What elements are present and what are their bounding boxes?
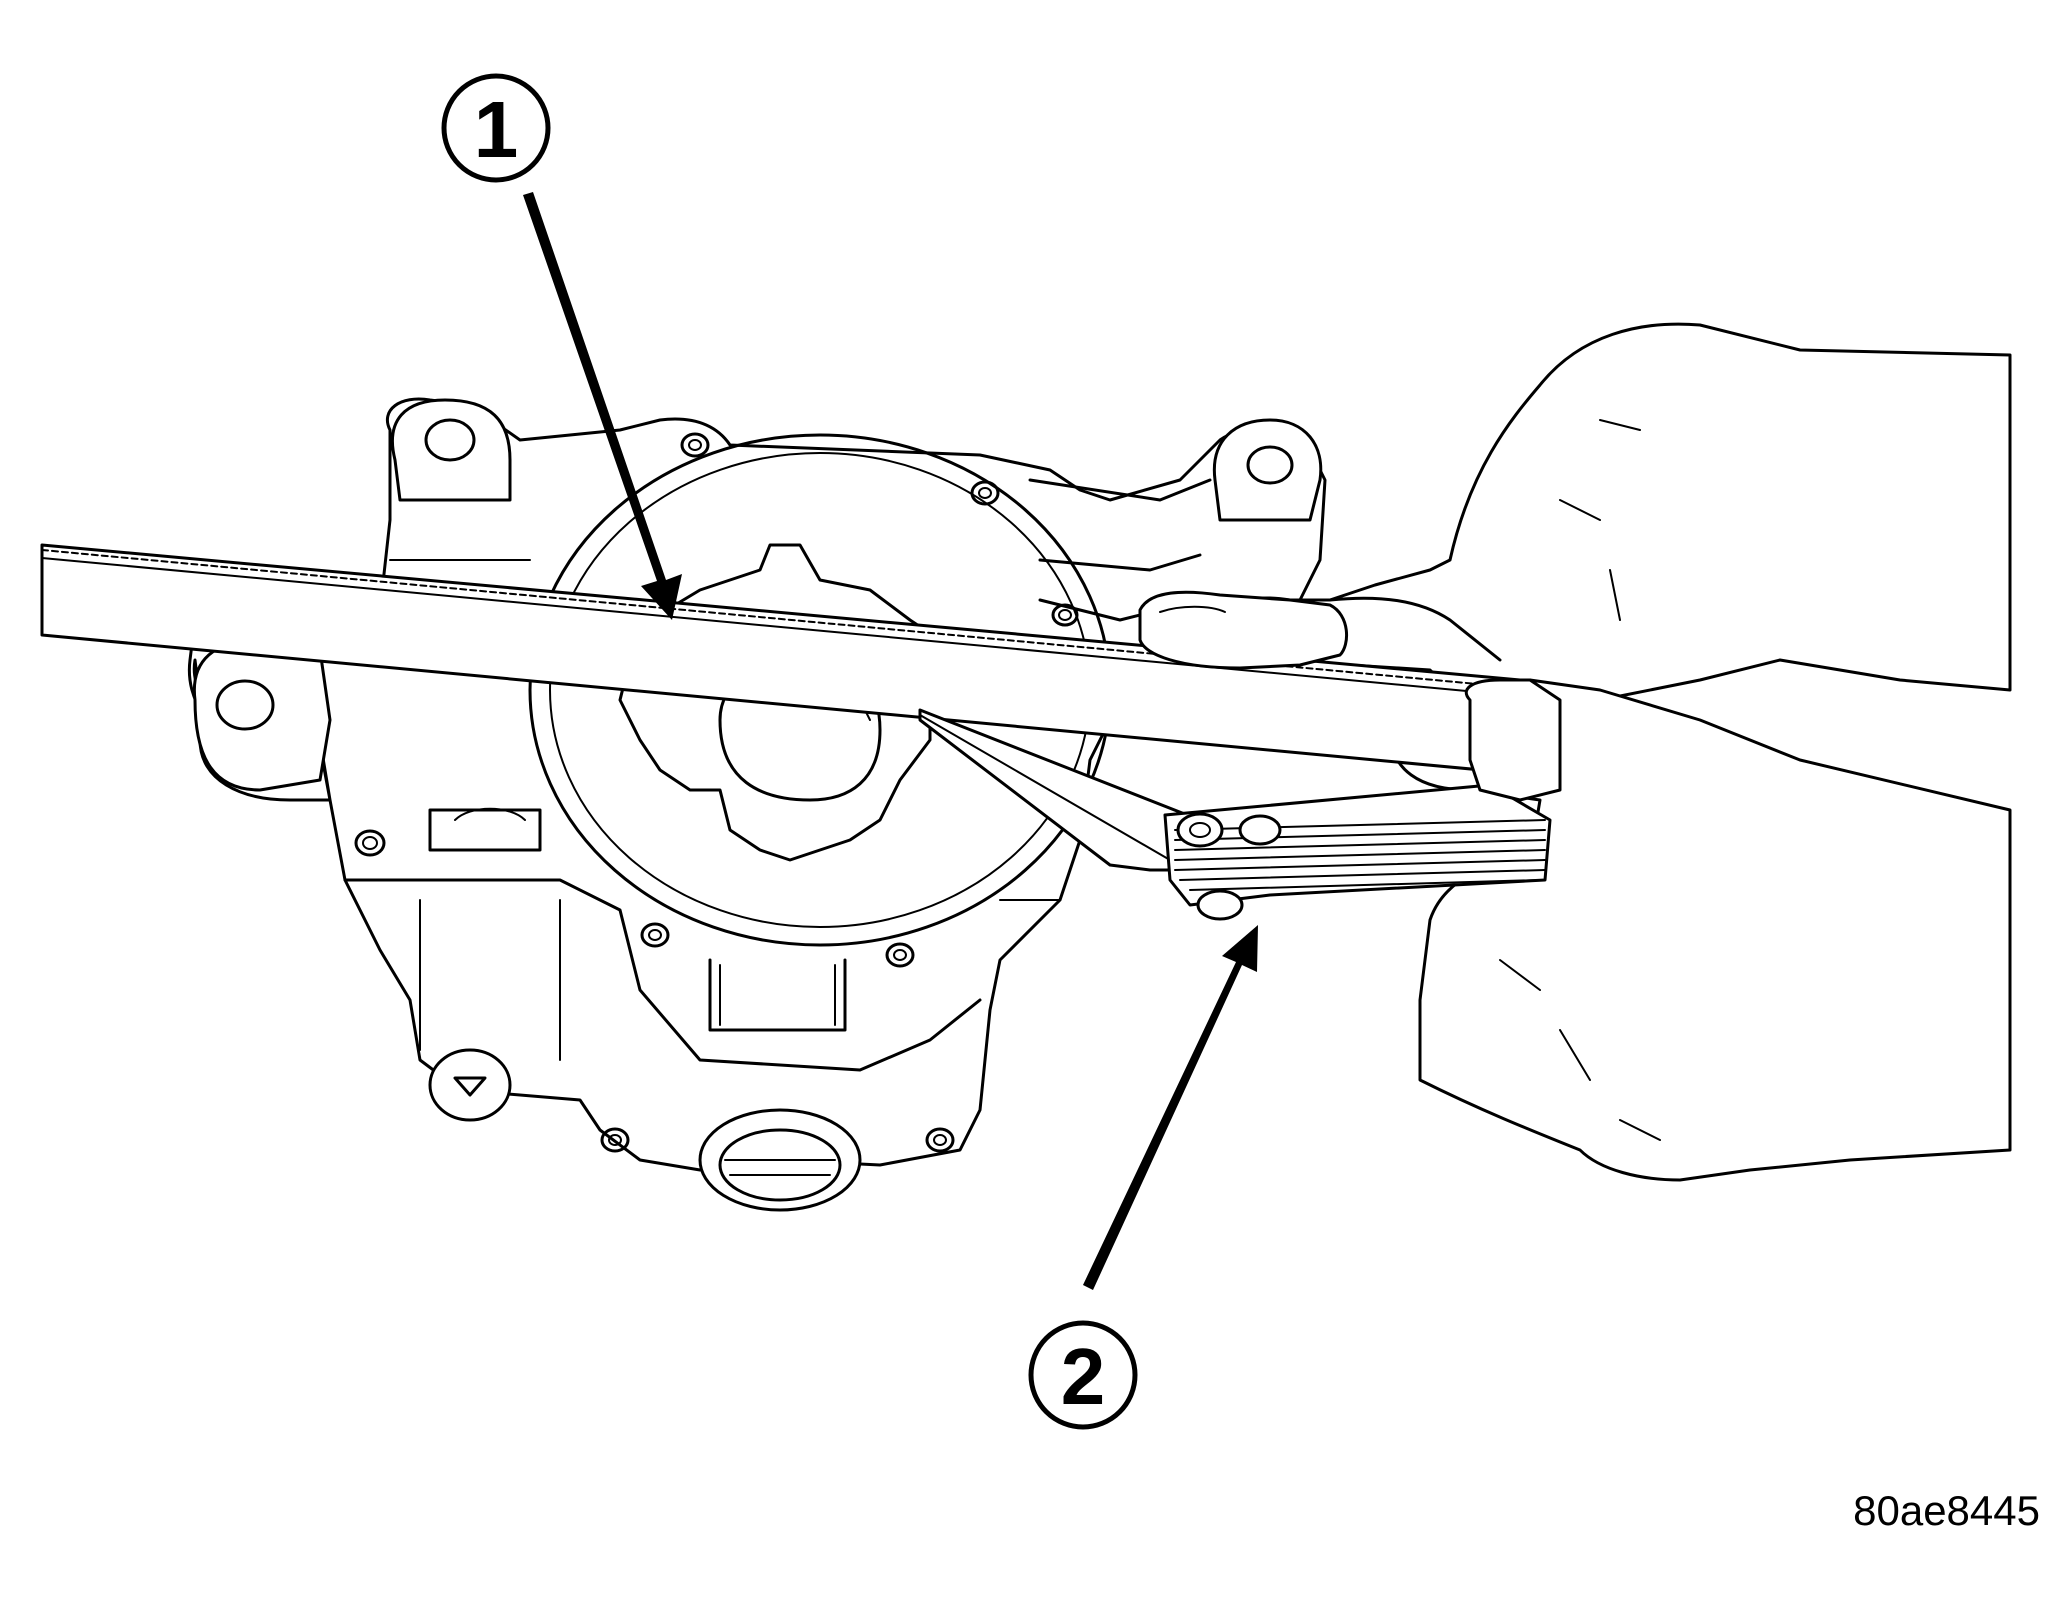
feeler-gauge: [918, 678, 1562, 921]
bolt-holes: [354, 432, 1079, 1153]
callout-1: 1: [441, 73, 682, 620]
hands: [1226, 322, 2012, 1182]
callout-2: 2: [1028, 925, 1258, 1430]
callout-2-label: 2: [1061, 1332, 1106, 1421]
figure-id: 80ae8445: [1853, 1487, 2040, 1534]
callout-1-label: 1: [474, 85, 519, 174]
straightedge: [40, 543, 1537, 777]
